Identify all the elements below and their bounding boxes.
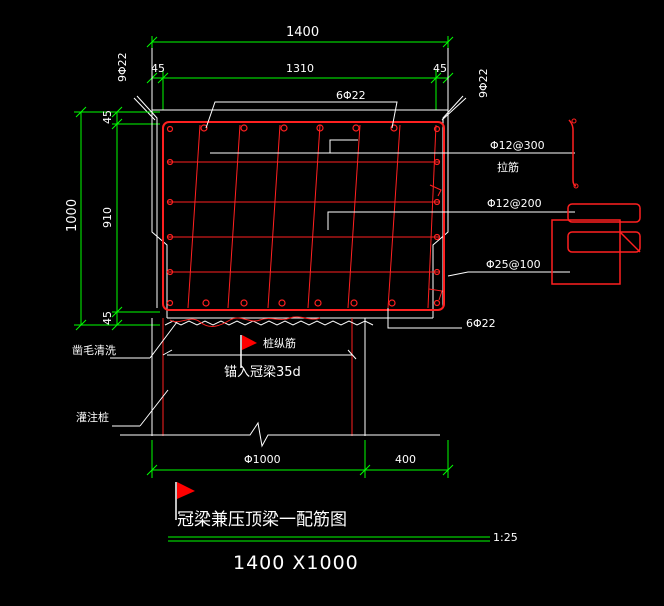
dim-400: 400 — [395, 453, 416, 466]
beam-outline — [136, 48, 464, 319]
outer-stirrup — [162, 121, 445, 311]
right-side-bars-label: 9Φ22 — [477, 68, 490, 98]
dim-45-left: 45 — [151, 62, 165, 75]
tie-bar-label: Φ12@300 — [490, 139, 545, 152]
dim-45-bottom: 45 — [101, 311, 114, 325]
rebar-cage — [162, 121, 445, 311]
annotations: 6Φ22 Φ12@300 拉筋 Φ12@200 Φ25@100 6Φ22 — [205, 89, 641, 330]
rough-surface-line — [164, 320, 374, 326]
left-side-bars-label: 9Φ22 — [116, 52, 129, 82]
drawing-scale: 1:25 — [493, 531, 518, 544]
section-size: 1400 X1000 — [233, 552, 359, 574]
longitudinal-label: 桩纵筋 — [263, 336, 296, 350]
left-dimensions: 1000 45 910 45 — [65, 106, 160, 331]
dim-pile-diameter: Φ1000 — [244, 453, 281, 466]
pile-label: 灌注桩 — [76, 410, 109, 424]
stirrup-outer-label: Φ25@100 — [486, 258, 541, 271]
top-dimensions: 1400 45 1310 45 — [146, 25, 454, 110]
dim-45-top: 45 — [101, 110, 114, 124]
drawing-title: 冠梁兼压顶梁一配筋图 — [177, 510, 347, 530]
rough-surface-label: 凿毛清洗 — [72, 344, 116, 357]
flag-icon — [240, 335, 257, 368]
dim-1310: 1310 — [286, 62, 314, 75]
stirrup-inner-label: Φ12@200 — [487, 197, 542, 210]
rebar-dots — [166, 124, 441, 307]
dim-910: 910 — [101, 207, 114, 228]
tie-label: 拉筋 — [497, 160, 519, 174]
stirrup-inner-detail — [567, 203, 641, 223]
anchorage-label: 锚入冠梁35d — [224, 365, 301, 380]
pile: 凿毛清洗 灌注桩 桩纵筋 锚入冠梁35d — [72, 316, 440, 448]
right-side-leader — [441, 97, 467, 121]
top-bars-label: 6Φ22 — [336, 89, 366, 102]
stirrup-outer-detail — [551, 219, 621, 285]
dim-45-right: 45 — [433, 62, 447, 75]
dim-1000: 1000 — [65, 199, 80, 232]
flag-icon — [175, 482, 195, 520]
dim-1400: 1400 — [286, 25, 319, 40]
bottom-bars-label: 6Φ22 — [466, 317, 496, 330]
bottom-dimensions: Φ1000 400 — [146, 440, 454, 478]
